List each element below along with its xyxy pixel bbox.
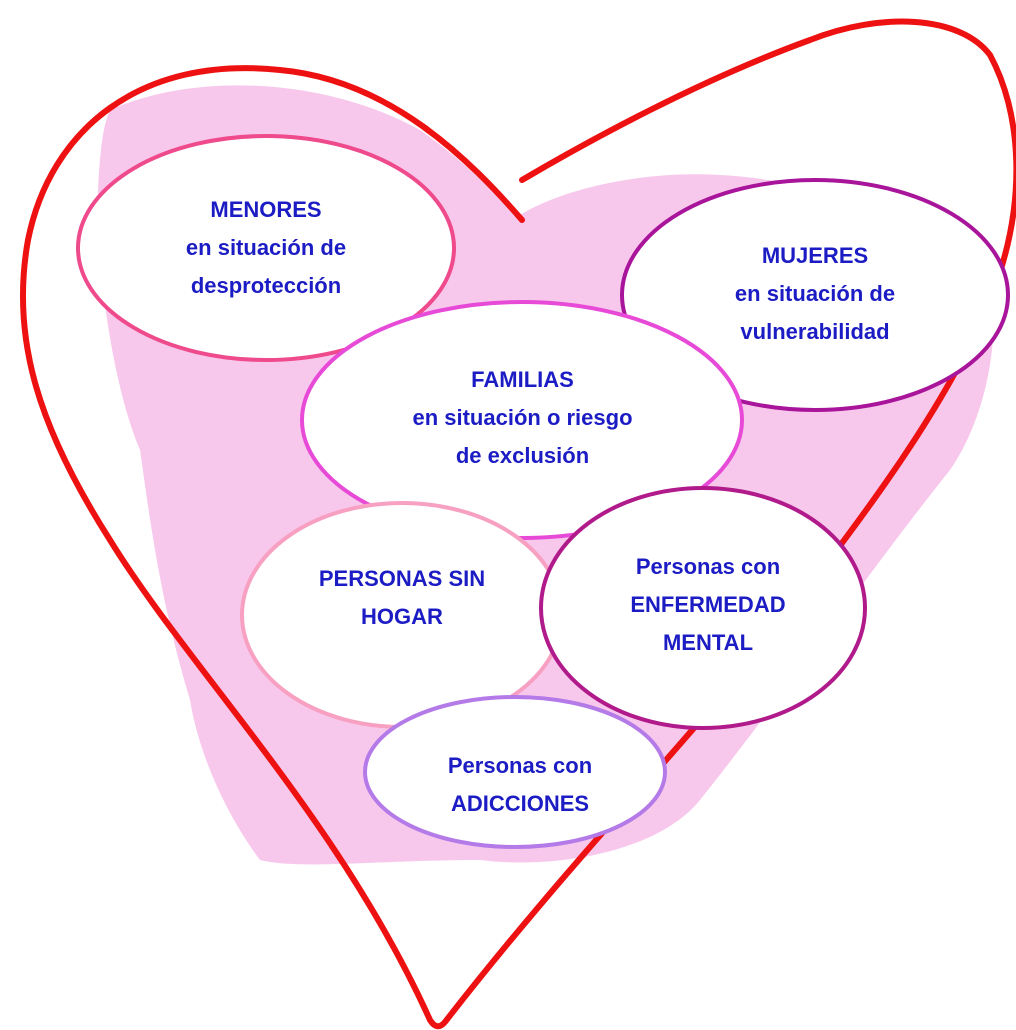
node-enfermedad-shape (539, 486, 867, 730)
familias-line-3: de exclusión (455, 443, 590, 468)
node-adicciones-shape (363, 695, 667, 849)
menores-line-3: desprotección (190, 273, 342, 298)
mujeres-line-3: vulnerabilidad (740, 319, 890, 344)
enfermedad-line-3: MENTAL (662, 630, 754, 655)
enfermedad-line-1: Personas con (635, 554, 781, 579)
sin-hogar-line-2: HOGAR (361, 604, 443, 629)
node-enfermedad-label: Personas con ENFERMEDAD MENTAL (582, 537, 834, 673)
adicciones-line-2: ADICCIONES (450, 791, 590, 816)
node-menores-shape (76, 134, 456, 362)
node-adicciones-label: Personas con ADICCIONES (410, 737, 630, 833)
menores-line-1: MENORES (210, 197, 322, 222)
menores-line-2: en situación de (185, 235, 347, 260)
sin-hogar-line-1: PERSONAS SIN (318, 566, 486, 591)
heart-outline (19, 18, 1016, 1030)
node-mujeres-shape (620, 178, 1010, 412)
adicciones-line-1: Personas con (447, 753, 593, 778)
mujeres-line-2: en situación de (734, 281, 896, 306)
node-sin-hogar-label: PERSONAS SIN HOGAR (280, 550, 524, 646)
mujeres-line-1: MUJERES (761, 243, 869, 268)
node-menores-label: MENORES en situación de desprotección (120, 180, 412, 316)
node-familias-shape (300, 300, 744, 540)
familias-line-2: en situación o riesgo (412, 405, 633, 430)
familias-line-1: FAMILIAS (471, 367, 574, 392)
node-mujeres-label: MUJERES en situación de vulnerabilidad (665, 226, 965, 362)
enfermedad-line-2: ENFERMEDAD (630, 592, 786, 617)
node-familias-label: FAMILIAS en situación o riesgo de exclus… (370, 350, 675, 486)
